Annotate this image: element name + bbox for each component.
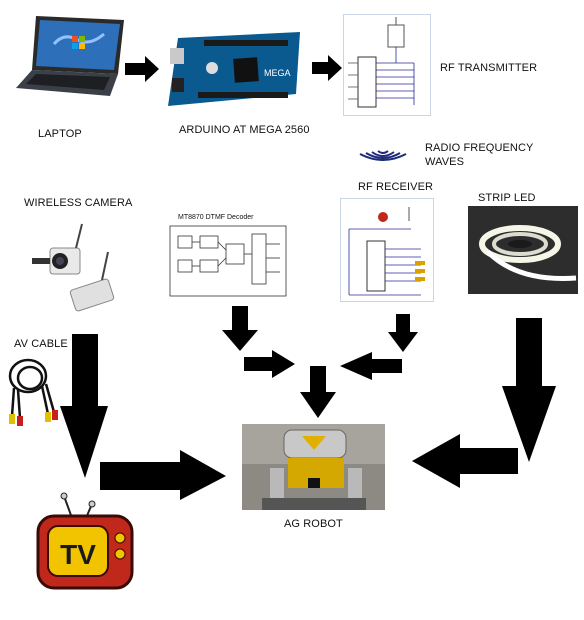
arrow-dtmf-down bbox=[222, 306, 258, 351]
tv-text: TV bbox=[60, 539, 96, 570]
strip-led-label: STRIP LED bbox=[478, 192, 536, 204]
rf-transmitter-label: RF TRANSMITTER bbox=[440, 62, 538, 74]
rf-receiver-schematic bbox=[340, 198, 434, 302]
wireless-camera-label: WIRELESS CAMERA bbox=[24, 197, 133, 209]
arduino-board-image: MEGA bbox=[164, 30, 304, 108]
av-cable-image bbox=[4, 352, 64, 432]
arrow-cable-down bbox=[60, 334, 108, 478]
arrow-receiver-left bbox=[340, 352, 402, 380]
laptop-label: LAPTOP bbox=[38, 128, 82, 140]
dtmf-title: MT8870 DTMF Decoder bbox=[178, 214, 254, 221]
rf-transmitter-schematic bbox=[343, 14, 431, 116]
radio-waves-icon bbox=[356, 142, 410, 164]
arrow-led-to-robot bbox=[412, 434, 518, 488]
laptop-image bbox=[14, 14, 126, 98]
wireless-camera-image bbox=[20, 218, 124, 322]
arrow-arduino-to-transmitter bbox=[312, 55, 342, 81]
dtmf-decoder-schematic: MT8870 DTMF Decoder bbox=[164, 214, 292, 300]
arrow-laptop-to-arduino bbox=[125, 56, 159, 82]
ag-robot-image bbox=[242, 424, 385, 510]
arrow-led-down bbox=[502, 318, 556, 462]
arrow-tv-to-robot bbox=[100, 450, 226, 500]
ag-robot-label: AG ROBOT bbox=[284, 518, 343, 530]
radio-waves-label-line2: WAVES bbox=[425, 156, 465, 168]
arduino-label: ARDUINO AT MEGA 2560 bbox=[179, 124, 310, 136]
strip-led-image bbox=[468, 206, 578, 294]
arrow-center-down bbox=[300, 366, 336, 418]
radio-waves-label-line1: RADIO FREQUENCY bbox=[425, 142, 534, 154]
tv-image: TV bbox=[34, 492, 138, 596]
rf-receiver-label: RF RECEIVER bbox=[358, 181, 434, 193]
arduino-board-text: MEGA bbox=[264, 68, 291, 78]
arrow-receiver-down bbox=[388, 314, 418, 352]
av-cable-label: AV CABLE bbox=[14, 338, 68, 350]
arrow-dtmf-right bbox=[244, 350, 295, 378]
